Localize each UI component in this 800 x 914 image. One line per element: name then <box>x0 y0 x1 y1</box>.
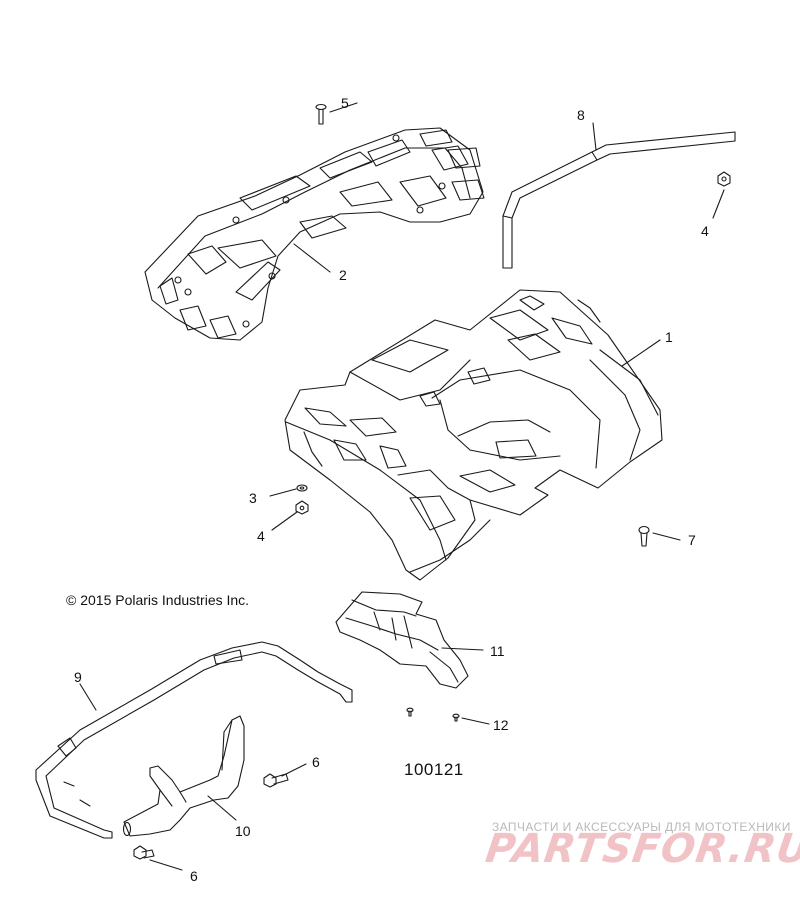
screw-part <box>315 103 327 125</box>
rack-frame-part <box>35 641 353 839</box>
callout-7: 7 <box>688 532 696 548</box>
leader-5 <box>329 102 358 113</box>
callout-1: 1 <box>665 329 673 345</box>
nut-part-upper <box>717 171 731 187</box>
leader-3 <box>269 488 297 497</box>
leader-4-lower <box>271 511 298 531</box>
leader-6-upper <box>281 763 307 777</box>
leader-12 <box>461 717 490 725</box>
callout-11: 11 <box>490 643 505 659</box>
brace-tube-part <box>502 131 736 269</box>
callout-4-lower: 4 <box>257 528 265 544</box>
callout-4-upper: 4 <box>701 223 709 239</box>
mount-bracket-part <box>122 715 245 837</box>
leader-9 <box>79 683 97 711</box>
rear-fender-part <box>284 289 663 581</box>
bolt-part-upper <box>263 773 289 788</box>
leader-8 <box>592 122 597 151</box>
callout-12: 12 <box>493 717 509 733</box>
callout-2: 2 <box>339 267 347 283</box>
leader-2 <box>293 243 331 273</box>
leader-4-upper <box>712 189 725 219</box>
callout-10: 10 <box>235 823 251 839</box>
heat-shield-part <box>335 591 469 689</box>
leader-1 <box>621 339 661 367</box>
push-rivet-part <box>638 525 650 547</box>
bolt-part-lower <box>133 845 155 860</box>
callout-6-lower: 6 <box>190 868 198 884</box>
fastener-part-12a <box>406 707 414 717</box>
leader-7 <box>652 532 681 541</box>
callout-3: 3 <box>249 490 257 506</box>
leader-6-lower <box>149 859 183 871</box>
callout-9: 9 <box>74 669 82 685</box>
watermark-logo: PARTSFOR.RU <box>482 826 800 872</box>
fastener-part-12b <box>452 713 460 722</box>
callout-6-upper: 6 <box>312 754 320 770</box>
washer-part <box>296 484 308 492</box>
figure-number: 100121 <box>404 760 464 779</box>
leader-11 <box>441 647 484 651</box>
leader-10 <box>207 795 237 821</box>
nut-part-lower <box>295 500 309 515</box>
rear-rack-part <box>144 127 485 341</box>
callout-8: 8 <box>577 107 585 123</box>
watermark-caption: ЗАПЧАСТИ И АКСЕССУАРЫ ДЛЯ МОТОТЕХНИКИ <box>492 820 791 834</box>
copyright-notice: © 2015 Polaris Industries Inc. <box>66 592 250 608</box>
callout-5: 5 <box>341 95 349 111</box>
